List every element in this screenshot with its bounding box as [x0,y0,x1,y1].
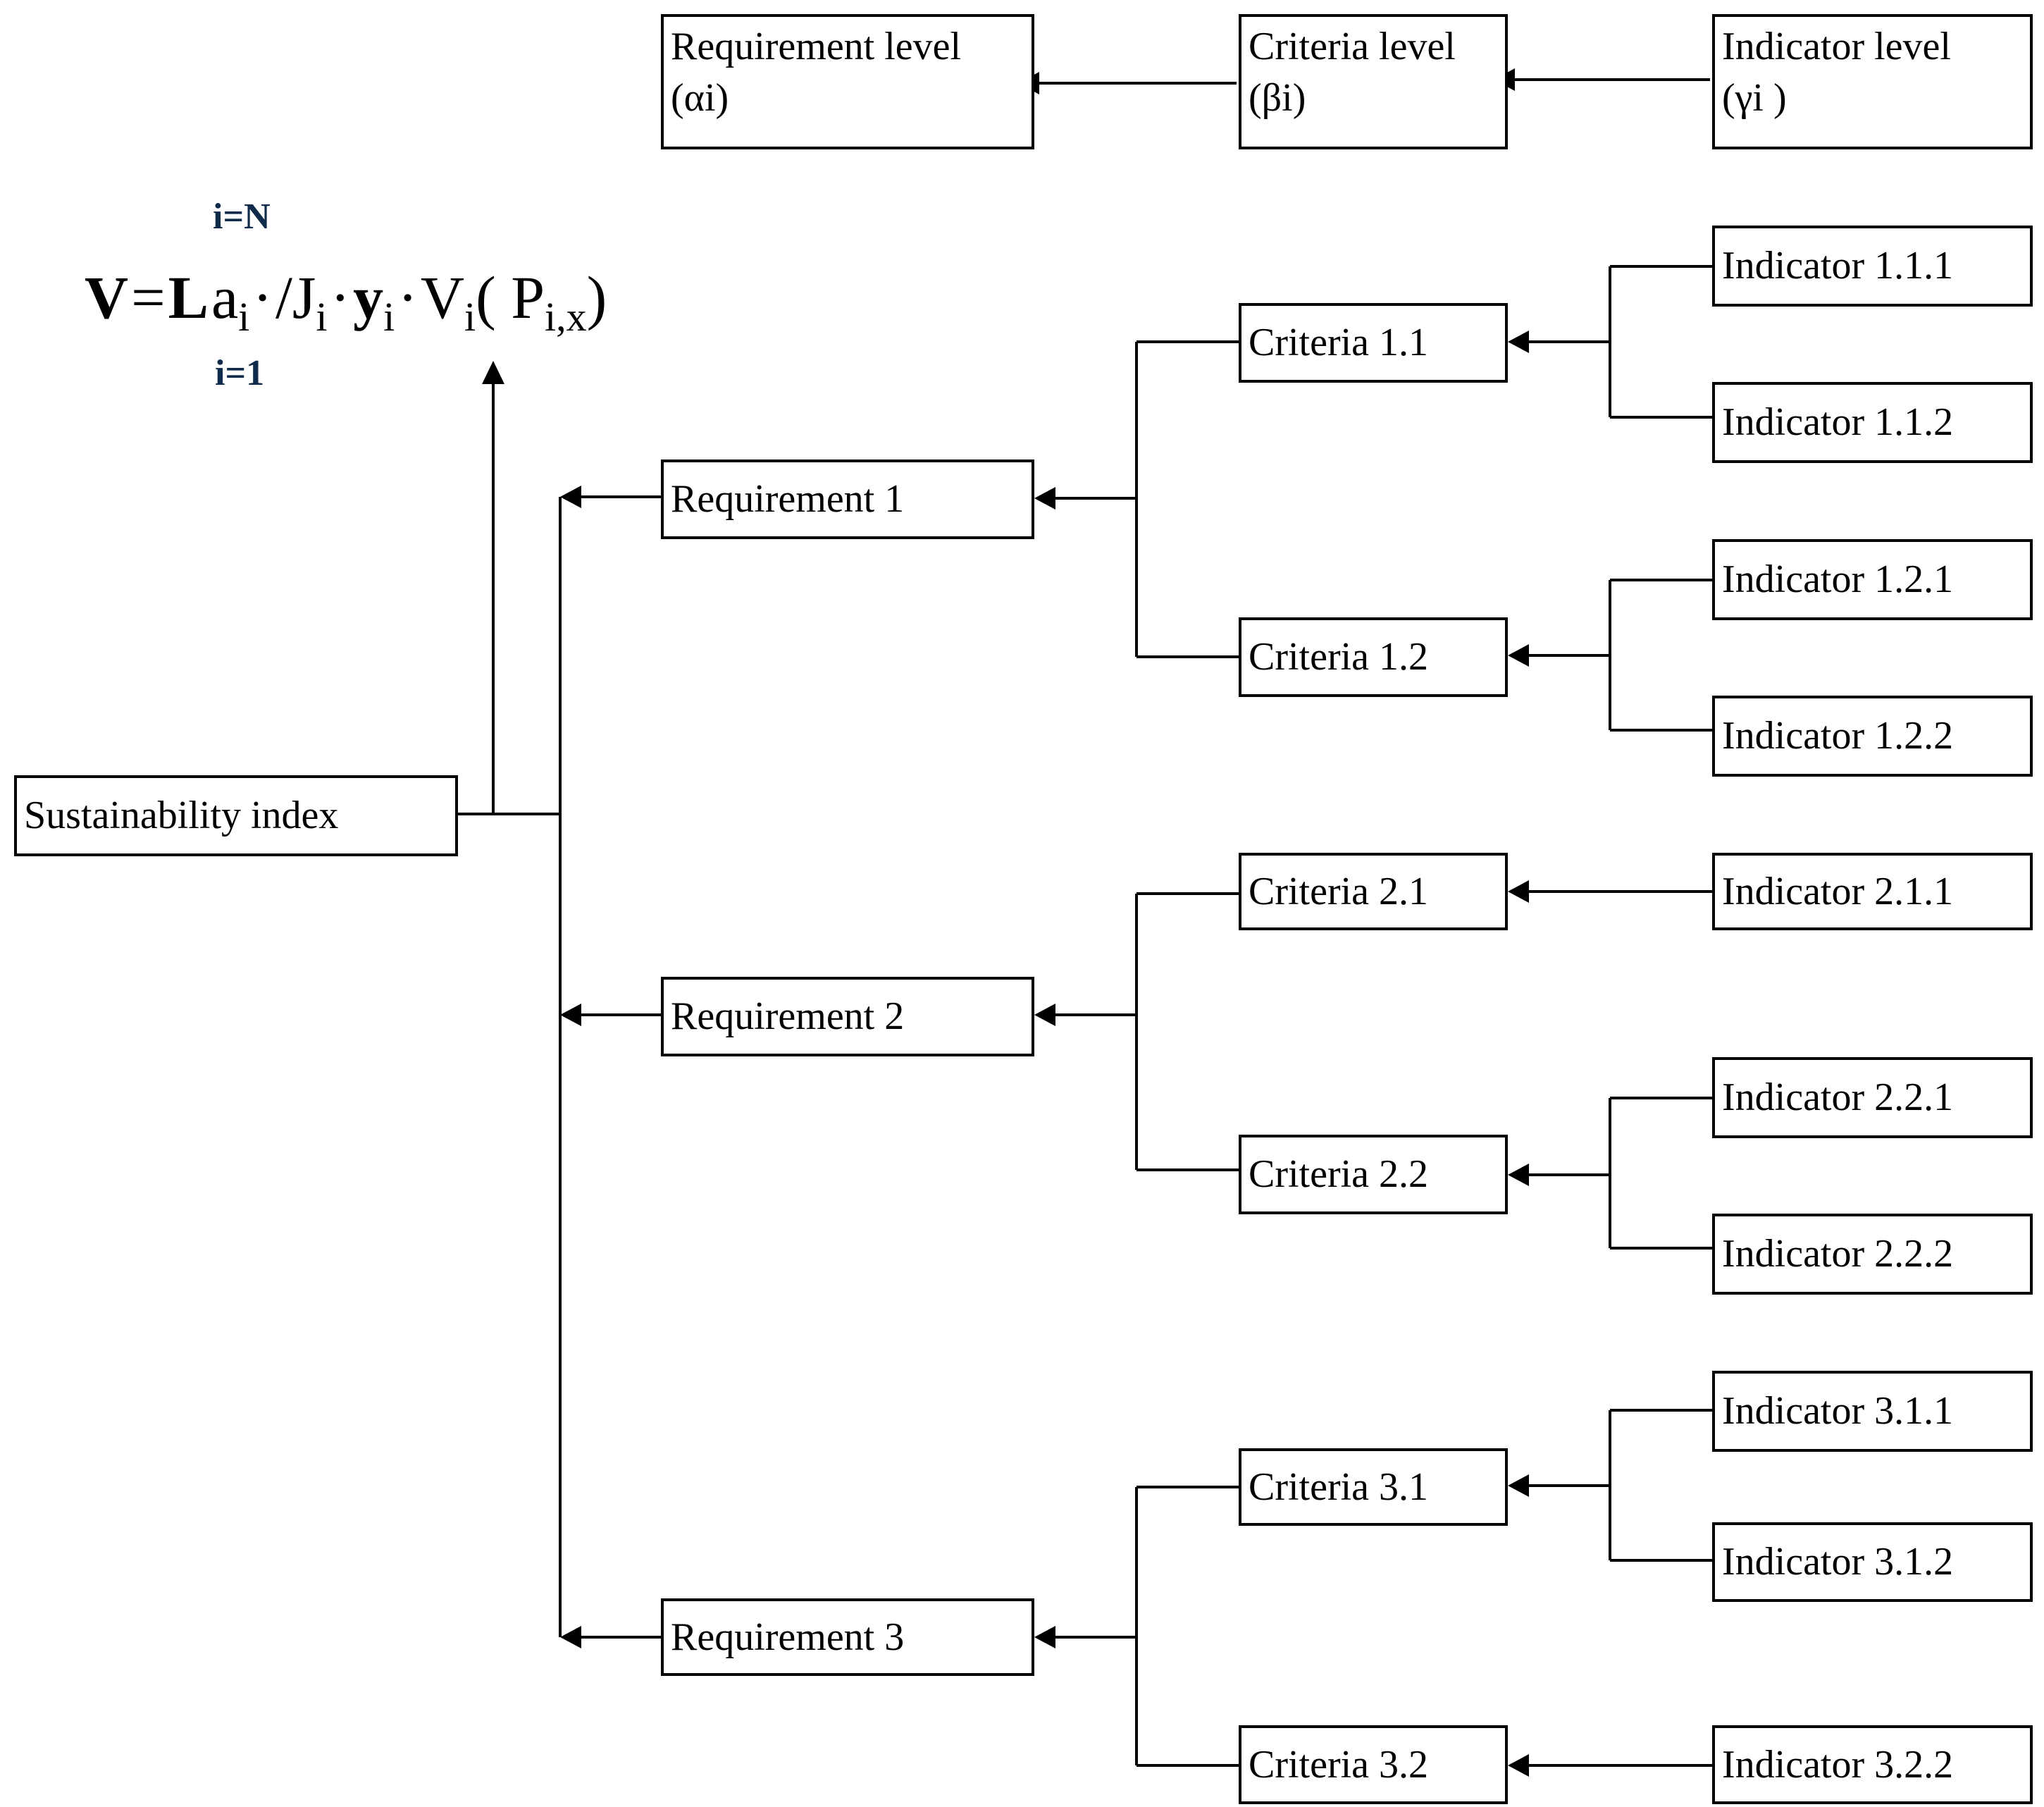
indicator-level-symbol: (γi ) [1722,75,1787,120]
criteria-3-1-box: Criteria 3.1 [1239,1448,1508,1526]
indicator-label: Indicator 3.2.2 [1722,1742,1954,1787]
requirement-3-box: Requirement 3 [661,1598,1034,1676]
indicator-level-box: Indicator level (γi ) [1712,14,2033,149]
indicator-3-1-1-box: Indicator 3.1.1 [1712,1371,2033,1452]
criteria-2-1-box: Criteria 2.1 [1239,853,1508,930]
requirement-level-title: Requirement level [671,25,962,68]
formula-term-beta: /J [275,264,316,331]
formula-equals: = [131,264,166,331]
requirement-2-box: Requirement 2 [661,977,1034,1056]
indicator-2-2-1-box: Indicator 2.2.1 [1712,1057,2033,1138]
indicator-label: Indicator 2.2.2 [1722,1232,1954,1276]
sustainability-index-label: Sustainability index [24,794,339,838]
requirement-label: Requirement 1 [671,477,905,522]
criteria-1-2-box: Criteria 1.2 [1239,617,1508,697]
criteria-1-1-box: Criteria 1.1 [1239,303,1508,383]
indicator-label: Indicator 1.1.2 [1722,400,1954,445]
formula-sub-gamma: i [383,294,395,340]
sustainability-index-box: Sustainability index [14,775,458,856]
requirement-level-symbol: (αi) [671,75,729,120]
indicator-3-2-2-box: Indicator 3.2.2 [1712,1725,2033,1804]
indicator-label: Indicator 1.1.1 [1722,244,1954,288]
formula-term-p: ( P [476,264,545,331]
indicator-1-2-1-box: Indicator 1.2.1 [1712,539,2033,620]
formula-sub-v: i [464,294,476,340]
requirement-label: Requirement 3 [671,1615,905,1659]
criteria-label: Criteria 2.2 [1249,1152,1429,1197]
formula-sub-beta: i [316,294,328,340]
formula-term-a: a [211,264,239,331]
indicator-label: Indicator 1.2.2 [1722,714,1954,758]
indicator-2-2-2-box: Indicator 2.2.2 [1712,1214,2033,1295]
indicator-level-title: Indicator level [1722,25,1951,68]
criteria-label: Criteria 3.2 [1249,1742,1429,1787]
formula-lower-limit: i=1 [215,353,265,393]
criteria-3-2-box: Criteria 3.2 [1239,1725,1508,1804]
criteria-level-box: Criteria level (βi) [1239,14,1508,149]
criteria-label: Criteria 1.2 [1249,635,1429,679]
formula-term-gamma: y [353,264,384,331]
criteria-level-symbol: (βi) [1249,75,1306,120]
requirement-1-box: Requirement 1 [661,460,1034,539]
indicator-label: Indicator 1.2.1 [1722,557,1954,602]
criteria-label: Criteria 2.1 [1249,869,1429,913]
formula-sub-a: i [238,294,250,340]
formula-term-v: V [420,264,464,331]
criteria-2-2-box: Criteria 2.2 [1239,1135,1508,1214]
indicator-label: Indicator 3.1.2 [1722,1540,1954,1584]
indicator-label: Indicator 2.2.1 [1722,1075,1954,1120]
sustainability-formula: V = L ai · /Ji · yi · Vi( Pi,x) [85,262,607,340]
indicator-1-2-2-box: Indicator 1.2.2 [1712,696,2033,777]
indicator-1-1-2-box: Indicator 1.1.2 [1712,382,2033,463]
criteria-label: Criteria 3.1 [1249,1464,1429,1509]
formula-close-paren: ) [586,264,607,331]
indicator-label: Indicator 2.1.1 [1722,869,1954,913]
formula-dot-1: · [252,264,273,331]
formula-dot-3: · [397,264,418,331]
indicator-2-1-1-box: Indicator 2.1.1 [1712,853,2033,930]
indicator-1-1-1-box: Indicator 1.1.1 [1712,226,2033,307]
formula-dot-2: · [330,264,351,331]
formula-lhs: V [85,264,129,331]
criteria-level-title: Criteria level [1249,25,1456,68]
requirement-label: Requirement 2 [671,994,905,1039]
formula-upper-limit: i=N [213,197,271,237]
formula-sum-symbol: L [168,264,209,331]
criteria-label: Criteria 1.1 [1249,321,1429,365]
indicator-3-1-2-box: Indicator 3.1.2 [1712,1522,2033,1602]
formula-sub-p: i,x [545,294,587,340]
indicator-label: Indicator 3.1.1 [1722,1389,1954,1433]
requirement-level-box: Requirement level (αi) [661,14,1034,149]
